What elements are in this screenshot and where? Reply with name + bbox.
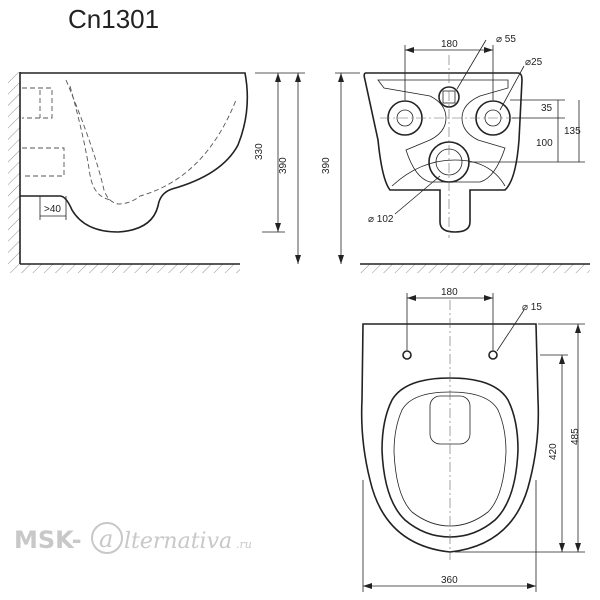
outlet-hidden: [22, 147, 65, 177]
watermark-text-a: a: [99, 525, 113, 553]
model-title: Cn1301: [68, 4, 160, 34]
outlet-diameter-leader: [456, 39, 487, 90]
watermark-at-ring: [91, 522, 123, 554]
width-label: 360: [441, 575, 458, 586]
length-label: 485: [570, 428, 581, 445]
length-arrow-bottom: [575, 543, 581, 552]
rear-spacing-label: 180: [441, 39, 458, 50]
watermark-text-msk: MSK-: [14, 526, 82, 554]
trapway-hidden: [69, 85, 113, 201]
width-arrow-left: [363, 583, 372, 589]
dim-135-label: 135: [564, 126, 581, 137]
rear-height-label: 390: [321, 157, 332, 174]
dim-100-label: 100: [536, 138, 553, 149]
offset-label: >40: [44, 204, 61, 215]
hole-diameter-leader: [496, 309, 525, 352]
watermark-text-lternativa: lternativa: [124, 529, 232, 554]
drain-diameter-leader: [394, 175, 441, 215]
wall-hatch: [8, 72, 20, 264]
hole-diameter-label: ⌀ 15: [522, 302, 542, 313]
outlet-diameter-label: ⌀ 55: [496, 34, 516, 45]
bolt-hole-label: ⌀25: [525, 57, 543, 68]
watermark: MSK- a lternativa .ru: [14, 522, 252, 554]
rear-spacing-arrow-left: [405, 47, 414, 53]
rear-inner-web: [377, 79, 509, 183]
bolt-hole-leader: [499, 65, 525, 111]
watermark-text-ru: .ru: [236, 538, 252, 551]
top-spacing-label: 180: [441, 287, 458, 298]
total-height-label: 390: [278, 157, 289, 174]
top-view: 180 ⌀ 15 485 420 360: [360, 287, 585, 592]
inlet-hidden: [22, 87, 53, 119]
side-view: >40 330 390: [8, 72, 305, 273]
left-mounting-hole: [402, 350, 412, 360]
seat-length-arrow-bottom: [559, 543, 565, 552]
rear-height-arrow-bottom: [338, 255, 344, 264]
seat-length-arrow-top: [559, 355, 565, 364]
dim-35-label: 35: [541, 103, 553, 114]
top-spacing-arrow-left: [407, 295, 416, 301]
total-height-arrow-bottom: [295, 255, 301, 264]
bowl-inner-hidden: [65, 79, 237, 205]
rear-floor-hatch: [360, 264, 590, 273]
rear-view: 390 180: [321, 34, 590, 273]
rear-lower-web: [391, 159, 506, 187]
width-arrow-right: [527, 583, 536, 589]
height-arrow-bottom: [275, 223, 281, 232]
drain-diameter-label: ⌀ 102: [368, 214, 394, 225]
floor-hatch: [8, 264, 240, 273]
length-arrow-top: [575, 324, 581, 333]
seat-length-label: 420: [548, 443, 559, 460]
height-label: 330: [254, 143, 265, 160]
rear-spacing-arrow-right: [484, 47, 493, 53]
rear-body-outline: [363, 72, 523, 233]
top-spacing-arrow-right: [484, 295, 493, 301]
top-outer-outline: [360, 323, 540, 553]
total-height-arrow-top: [295, 73, 301, 82]
rear-height-arrow-top: [338, 73, 344, 82]
right-mounting-hole: [488, 350, 498, 360]
bowl-side-outline: [20, 72, 249, 233]
height-arrow-top: [275, 73, 281, 82]
